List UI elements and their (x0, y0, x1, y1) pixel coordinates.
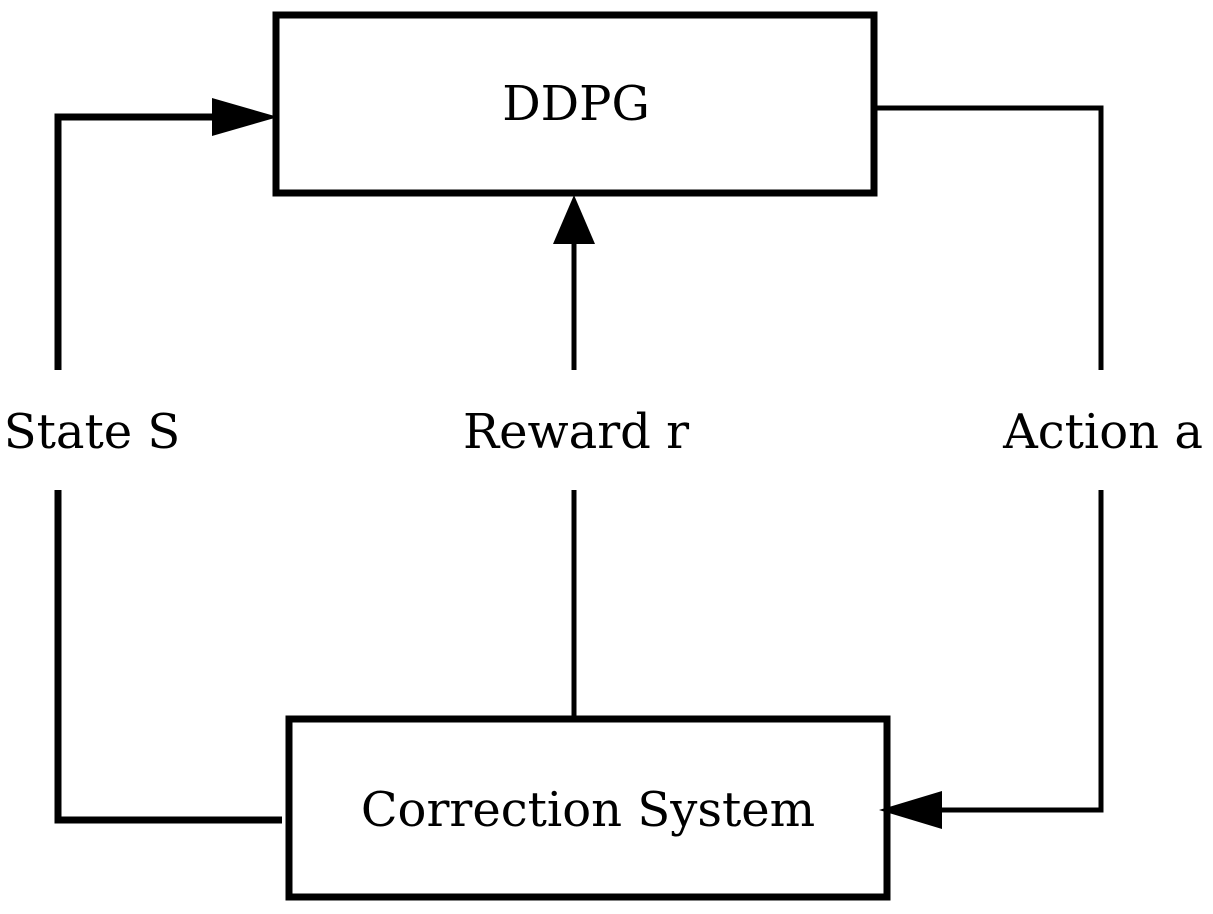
action-label: Action a (1002, 404, 1203, 460)
state-line-upper (54, 113, 222, 370)
action-arrowhead (879, 791, 942, 829)
correction-system-label: Correction System (361, 782, 815, 838)
reward-label: Reward r (463, 404, 689, 460)
action-line-upper (877, 105, 1104, 370)
correction-system-node: Correction System (285, 715, 891, 901)
ddpg-node: DDPG (272, 11, 878, 197)
reward-edge: Reward r (463, 195, 689, 716)
state-arrowhead (212, 98, 278, 136)
action-line-lower (938, 490, 1104, 813)
state-line-lower (54, 490, 282, 824)
ddpg-label: DDPG (502, 76, 650, 132)
action-edge: Action a (877, 105, 1203, 829)
ddpg-box (272, 11, 878, 197)
correction-system-box (285, 715, 891, 901)
state-edge: State S (4, 98, 282, 824)
reward-arrowhead (553, 195, 595, 244)
state-label: State S (4, 404, 181, 460)
